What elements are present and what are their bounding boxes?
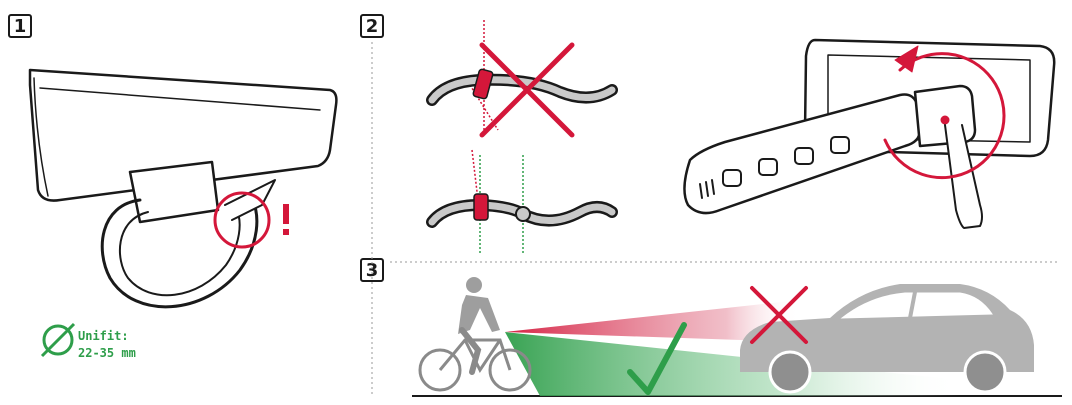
- strap-holes: [722, 136, 850, 187]
- unifit-range: 22-35 mm: [78, 346, 136, 360]
- cyclist-body: [458, 295, 500, 334]
- clamp-strap-inner: [118, 207, 241, 297]
- car-window-divider: [908, 291, 917, 319]
- step-3-number: 3: [365, 259, 379, 281]
- step-1-number: 1: [13, 15, 27, 37]
- handlebar-top-fill: [428, 76, 616, 104]
- warning-bar: [283, 204, 289, 224]
- stem-clamp: [515, 206, 531, 222]
- clamp-strap: [100, 193, 259, 309]
- beam-aiming-illustration: [412, 277, 1062, 397]
- clamp-highlight-circle: [213, 191, 271, 249]
- panel-separators: [371, 42, 1060, 395]
- buckle-screw: [940, 115, 950, 125]
- cyclist-head: [466, 277, 482, 293]
- handlebar-wrong-angle: [426, 20, 618, 138]
- lamp-body: [28, 68, 338, 202]
- cyclist-leg: [459, 327, 482, 375]
- red-cross-icon: [750, 286, 808, 344]
- correct-beam: [505, 332, 960, 396]
- lamp-mount-wrong: [472, 68, 494, 100]
- handlebar-correct-angle: [426, 149, 618, 255]
- wrong-beam: [505, 300, 800, 342]
- green-check-icon: [627, 322, 687, 395]
- bicycle-front-wheel: [488, 348, 532, 392]
- strap-grip-lines: [699, 179, 715, 199]
- correct-red-guide: [471, 149, 479, 201]
- warning-dot: [283, 229, 289, 235]
- clamp-lever: [224, 179, 276, 221]
- step-2-badge: 2: [360, 14, 384, 38]
- screwdriver: [944, 124, 983, 229]
- rotate-arrow-head: [894, 45, 919, 73]
- car: [740, 284, 1034, 394]
- car-front-wheel: [768, 350, 812, 394]
- bicycle-frame: [438, 338, 512, 373]
- cyclist: [418, 277, 532, 392]
- lamp-clamp-illustration: [28, 68, 338, 309]
- step-1-badge: 1: [8, 14, 32, 38]
- unifit-label: Unifit:: [78, 329, 129, 343]
- strap-adjustment-illustration: [683, 38, 1056, 229]
- lamp-lens-shade: [33, 77, 49, 197]
- unifit-caption: Unifit: 22-35 mm: [78, 328, 136, 362]
- lamp-body-inner-line: [39, 87, 321, 111]
- bicycle-rear-wheel: [418, 348, 462, 392]
- lamp-mount-correct: [473, 193, 489, 221]
- car-rear-wheel: [963, 350, 1007, 394]
- diameter-icon: [40, 322, 76, 358]
- rotate-arrow-icon: [883, 52, 1006, 180]
- car-window: [840, 292, 993, 319]
- step-2-number: 2: [365, 15, 379, 37]
- red-cross-icon: [479, 42, 575, 138]
